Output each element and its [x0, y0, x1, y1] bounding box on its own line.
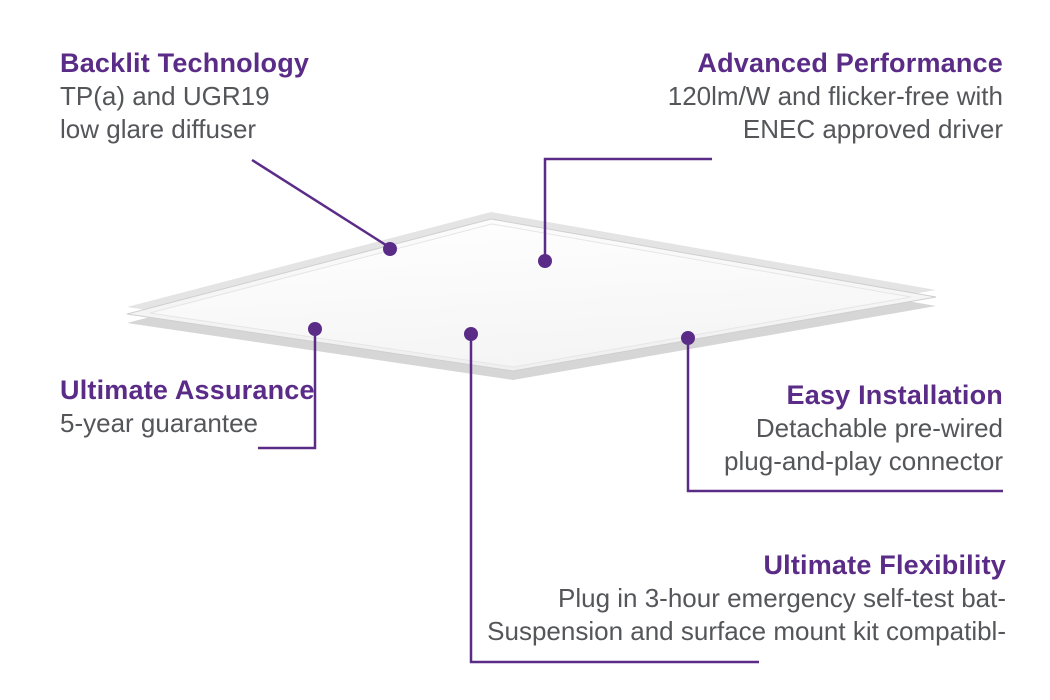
callout-line: Suspension and surface mount kit compati…: [487, 616, 1006, 646]
led-panel-illustration: [126, 212, 937, 380]
callout-title: Advanced Performance: [697, 48, 1003, 78]
connector-assurance: [258, 332, 317, 450]
dot-backlit: [383, 242, 397, 256]
callout-line: TP(a) and UGR19: [60, 81, 270, 111]
callout-ultimate-flexibility: Ultimate Flexibility Plug in 3-hour emer…: [487, 548, 1006, 648]
dot-flexibility: [464, 327, 478, 341]
dot-assurance: [308, 322, 322, 336]
connector-lines: [251, 157, 1003, 664]
connector-flexibility: [469, 337, 759, 664]
connector-easy: [686, 341, 1003, 493]
marker-dots: [308, 242, 695, 345]
callout-easy-installation: Easy Installation Detachable pre-wired p…: [724, 378, 1003, 478]
callout-backlit-technology: Backlit Technology TP(a) and UGR19 low g…: [60, 46, 309, 146]
callout-line: Plug in 3-hour emergency self-test bat-: [558, 583, 1006, 613]
callout-title: Ultimate Flexibility: [763, 550, 1006, 580]
callout-title: Easy Installation: [786, 380, 1003, 410]
connector-backlit: [251, 158, 390, 249]
callout-line: Detachable pre-wired: [755, 413, 1003, 443]
dot-advanced: [538, 254, 552, 268]
callout-advanced-performance: Advanced Performance 120lm/W and flicker…: [668, 46, 1003, 146]
callout-line: 120lm/W and flicker-free with: [667, 81, 1003, 111]
callout-title: Ultimate Assurance: [60, 375, 315, 405]
callout-line: low glare diffuser: [60, 114, 257, 144]
callout-line: 5-year guarantee: [60, 408, 259, 438]
callout-line: plug-and-play connector: [724, 446, 1003, 476]
callout-ultimate-assurance: Ultimate Assurance 5-year guarantee: [60, 373, 315, 440]
connector-advanced: [543, 157, 712, 259]
panel-diffuser-face: [149, 223, 912, 368]
dot-easy: [681, 331, 695, 345]
callout-title: Backlit Technology: [60, 48, 310, 78]
callout-line: ENEC approved driver: [742, 114, 1003, 144]
